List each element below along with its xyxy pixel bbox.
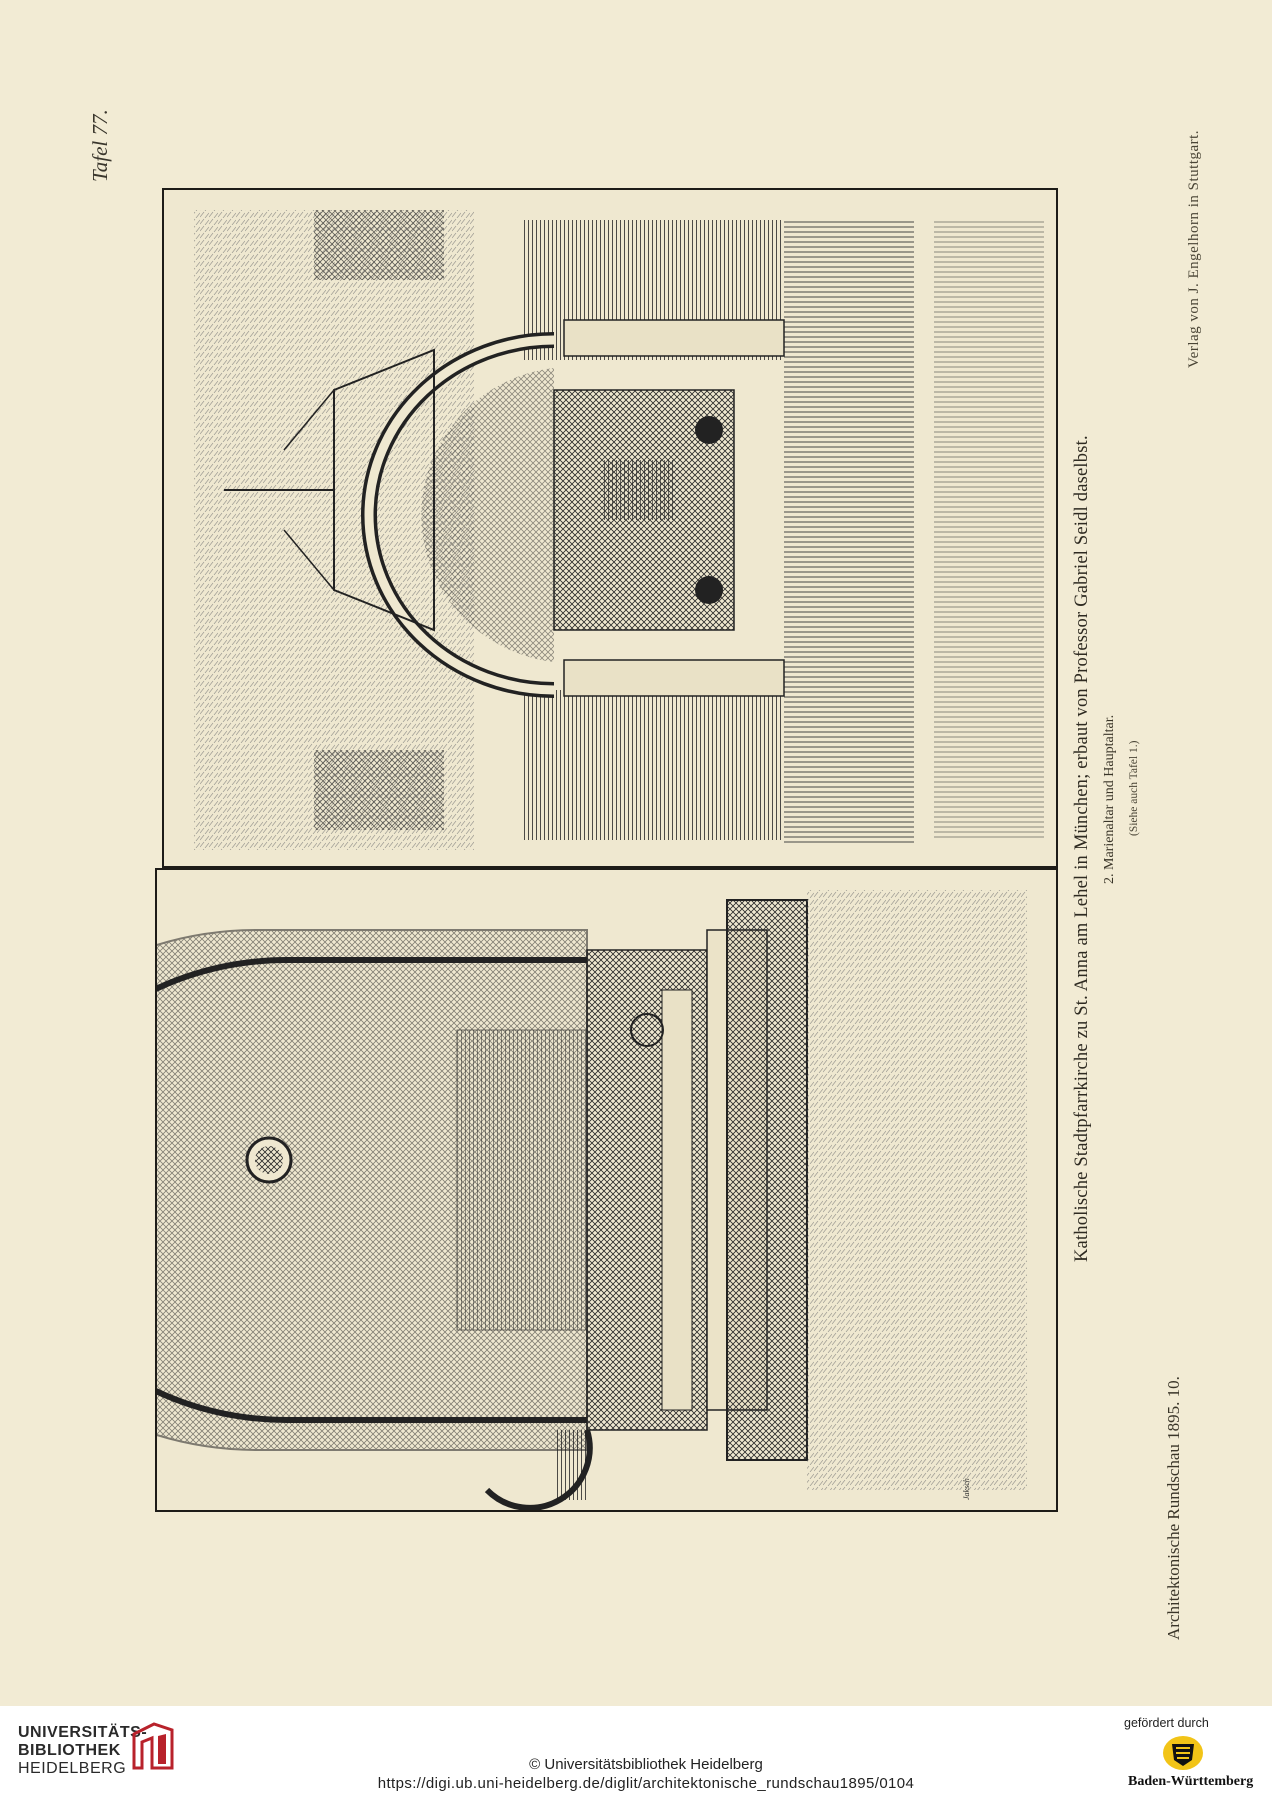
hauptaltar-engraving [194, 210, 1044, 850]
library-logo-icon[interactable] [130, 1720, 176, 1772]
publisher-line: Verlag von J. Engelhorn in Stuttgart. [1186, 129, 1202, 368]
library-name-line1: UNIVERSITÄTS- [18, 1724, 148, 1741]
permalink-url[interactable]: https://digi.ub.uni-heidelberg.de/diglit… [377, 1775, 915, 1792]
funder-name: Baden-Württemberg [1128, 1774, 1254, 1789]
caption-main: Katholische Stadtpfarrkirche zu St. Anna… [1072, 435, 1092, 1262]
illustration-hauptaltar [162, 188, 1058, 868]
library-footer: UNIVERSITÄTS- BIBLIOTHEK HEIDELBERG © Un… [0, 1706, 1272, 1796]
funded-by-label: gefördert durch [1124, 1716, 1209, 1730]
artist-signature: Jaksch [962, 1478, 971, 1500]
journal-reference: Architektonische Rundschau 1895. 10. [1164, 1376, 1183, 1640]
illustration-marienaltar: Jaksch [155, 868, 1058, 1512]
plate-number: Tafel 77. [88, 109, 112, 182]
marienaltar-engraving [157, 890, 1027, 1510]
caption-sub: 2. Marienaltar und Hauptaltar. [1102, 714, 1117, 884]
library-name-line3: HEIDELBERG [18, 1760, 127, 1777]
copyright-notice: © Universitätsbibliothek Heidelberg [529, 1756, 763, 1773]
caption-note: (Siehe auch Tafel 1.) [1128, 740, 1140, 836]
baden-wuerttemberg-emblem-icon[interactable] [1162, 1734, 1204, 1772]
scanned-page: Tafel 77. Verlag von J. Engelhorn in Stu… [88, 109, 1202, 1640]
library-name-line2: BIBLIOTHEK [18, 1742, 121, 1759]
